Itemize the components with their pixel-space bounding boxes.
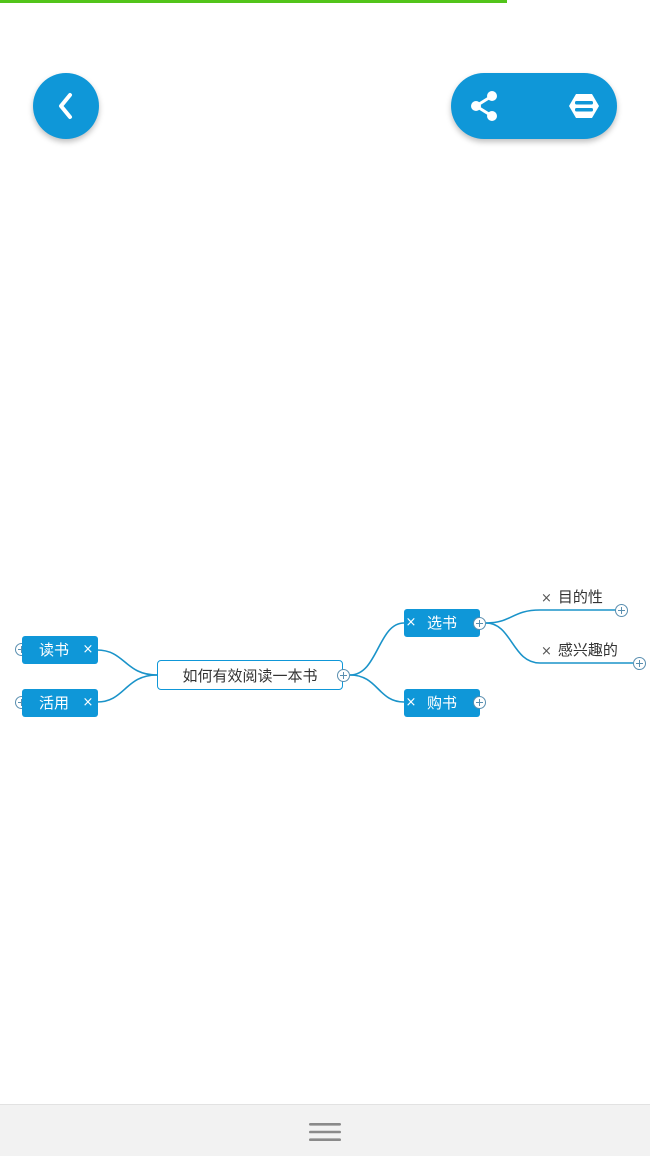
delete-read-button[interactable]: × bbox=[82, 642, 94, 657]
node-purpose[interactable]: × 目的性 bbox=[541, 585, 603, 609]
expand-buy-button[interactable] bbox=[473, 696, 486, 709]
load-progress-bar bbox=[0, 0, 650, 3]
chevron-left-icon bbox=[59, 93, 72, 119]
connector-root-to-read bbox=[96, 649, 158, 676]
collapse-menu-icon bbox=[569, 94, 599, 118]
node-read-label: 读书 bbox=[38, 641, 69, 659]
expand-select-button[interactable] bbox=[473, 617, 486, 630]
node-apply-label: 活用 bbox=[38, 694, 69, 712]
delete-purpose-button[interactable]: × bbox=[541, 591, 552, 606]
collapse-menu-button[interactable] bbox=[551, 73, 617, 139]
connector-root-to-buy bbox=[349, 674, 405, 703]
delete-apply-button[interactable]: × bbox=[82, 695, 94, 710]
hamburger-icon bbox=[309, 1123, 341, 1141]
connector-select-to-purpose bbox=[485, 609, 617, 624]
bottom-bar bbox=[0, 1104, 650, 1156]
delete-interest-button[interactable]: × bbox=[541, 644, 552, 659]
load-progress-fill bbox=[0, 0, 507, 3]
node-select[interactable]: × 选书 bbox=[404, 609, 480, 637]
action-pill bbox=[451, 73, 617, 139]
node-select-label: 选书 bbox=[426, 614, 457, 632]
connector-select-to-interest bbox=[485, 622, 633, 664]
expand-purpose-button[interactable] bbox=[615, 604, 628, 617]
node-root[interactable]: 如何有效阅读一本书 bbox=[157, 660, 343, 690]
connector-root-to-apply bbox=[96, 674, 158, 703]
node-purpose-label: 目的性 bbox=[557, 588, 603, 606]
node-buy[interactable]: × 购书 bbox=[404, 689, 480, 717]
expand-interest-button[interactable] bbox=[633, 657, 646, 670]
bottom-menu-button[interactable] bbox=[305, 1119, 345, 1145]
share-button[interactable] bbox=[451, 73, 517, 139]
node-read[interactable]: 读书 × bbox=[22, 636, 98, 664]
expand-root-button[interactable] bbox=[337, 669, 350, 682]
node-interest[interactable]: × 感兴趣的 bbox=[541, 638, 618, 662]
node-apply[interactable]: 活用 × bbox=[22, 689, 98, 717]
share-icon bbox=[471, 91, 497, 121]
node-buy-label: 购书 bbox=[426, 694, 457, 712]
node-root-label: 如何有效阅读一本书 bbox=[182, 667, 318, 685]
node-interest-label: 感兴趣的 bbox=[557, 641, 618, 659]
delete-buy-button[interactable]: × bbox=[405, 695, 417, 710]
back-button[interactable] bbox=[33, 73, 99, 139]
connector-root-to-select bbox=[349, 622, 405, 676]
delete-select-button[interactable]: × bbox=[405, 615, 417, 630]
